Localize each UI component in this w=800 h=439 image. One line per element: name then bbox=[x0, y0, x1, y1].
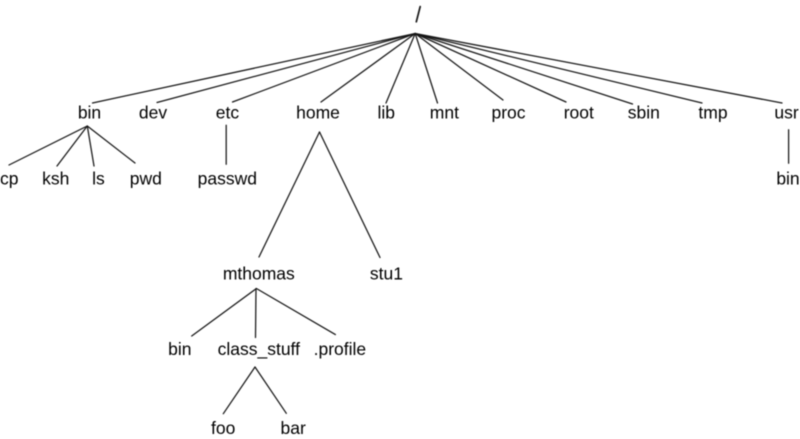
svg-text:etc: etc bbox=[216, 103, 240, 123]
svg-text:root: root bbox=[564, 103, 594, 123]
svg-text:class_stuff: class_stuff bbox=[218, 339, 300, 360]
svg-text:bar: bar bbox=[281, 418, 306, 438]
svg-text:cp: cp bbox=[0, 169, 18, 189]
svg-text:home: home bbox=[296, 103, 340, 123]
svg-text:mthomas: mthomas bbox=[223, 264, 295, 284]
svg-text:proc: proc bbox=[491, 103, 525, 123]
svg-text:bin: bin bbox=[168, 339, 191, 359]
svg-text:bin: bin bbox=[776, 169, 799, 189]
svg-text:bin: bin bbox=[78, 103, 101, 123]
svg-text:foo: foo bbox=[211, 418, 235, 438]
svg-text:tmp: tmp bbox=[698, 103, 727, 123]
svg-text:dev: dev bbox=[139, 103, 167, 123]
svg-text:mnt: mnt bbox=[430, 103, 459, 123]
svg-text:.profile: .profile bbox=[314, 339, 367, 359]
svg-text:usr: usr bbox=[774, 103, 798, 123]
svg-text:stu1: stu1 bbox=[370, 264, 403, 284]
svg-text:sbin: sbin bbox=[628, 103, 660, 123]
svg-text:lib: lib bbox=[378, 103, 396, 123]
svg-text:ls: ls bbox=[92, 169, 105, 189]
svg-text:ksh: ksh bbox=[42, 169, 69, 189]
svg-text:pwd: pwd bbox=[130, 169, 162, 189]
svg-text:passwd: passwd bbox=[198, 169, 257, 189]
